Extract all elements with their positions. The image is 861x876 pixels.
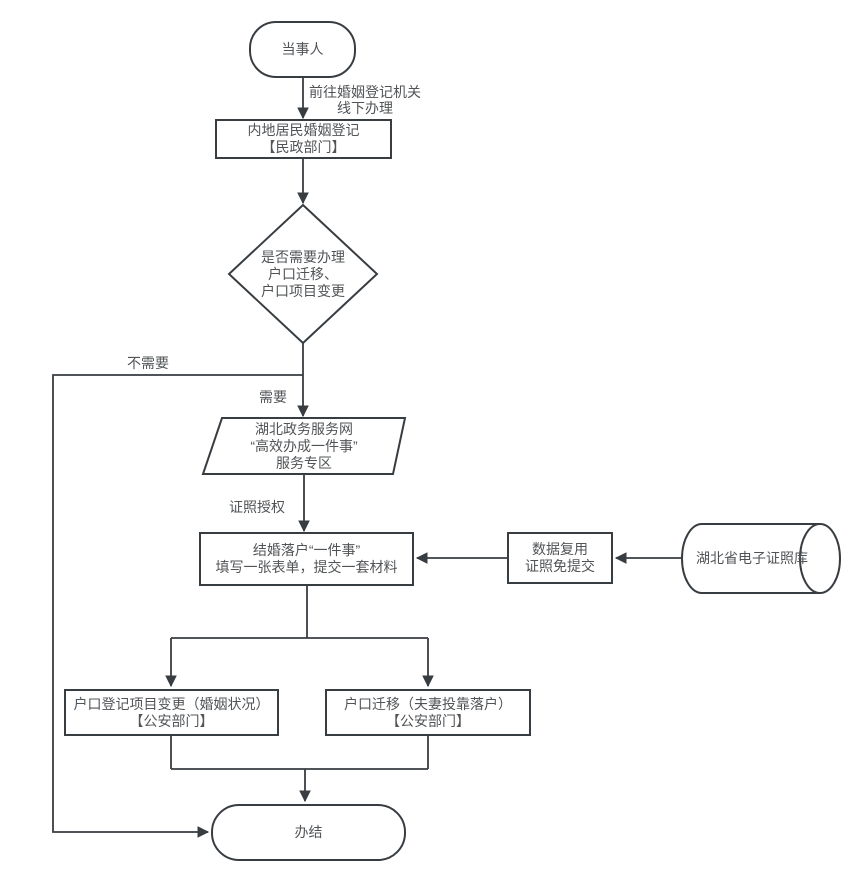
terminator-completed <box>211 804 406 861</box>
cylinder-license-database-cap <box>799 523 841 594</box>
process-household-relocation <box>325 689 531 736</box>
edge-not-needed-bypass <box>52 374 303 838</box>
terminator-applicant <box>249 21 356 78</box>
process-data-reuse <box>507 532 613 584</box>
process-one-form <box>199 532 414 586</box>
process-registry-item-change <box>64 689 279 736</box>
decision-diamond <box>227 203 379 345</box>
process-marriage-registration <box>215 119 392 159</box>
io-portal-parallelogram <box>201 417 407 475</box>
cylinder-license-database-body <box>681 523 820 594</box>
